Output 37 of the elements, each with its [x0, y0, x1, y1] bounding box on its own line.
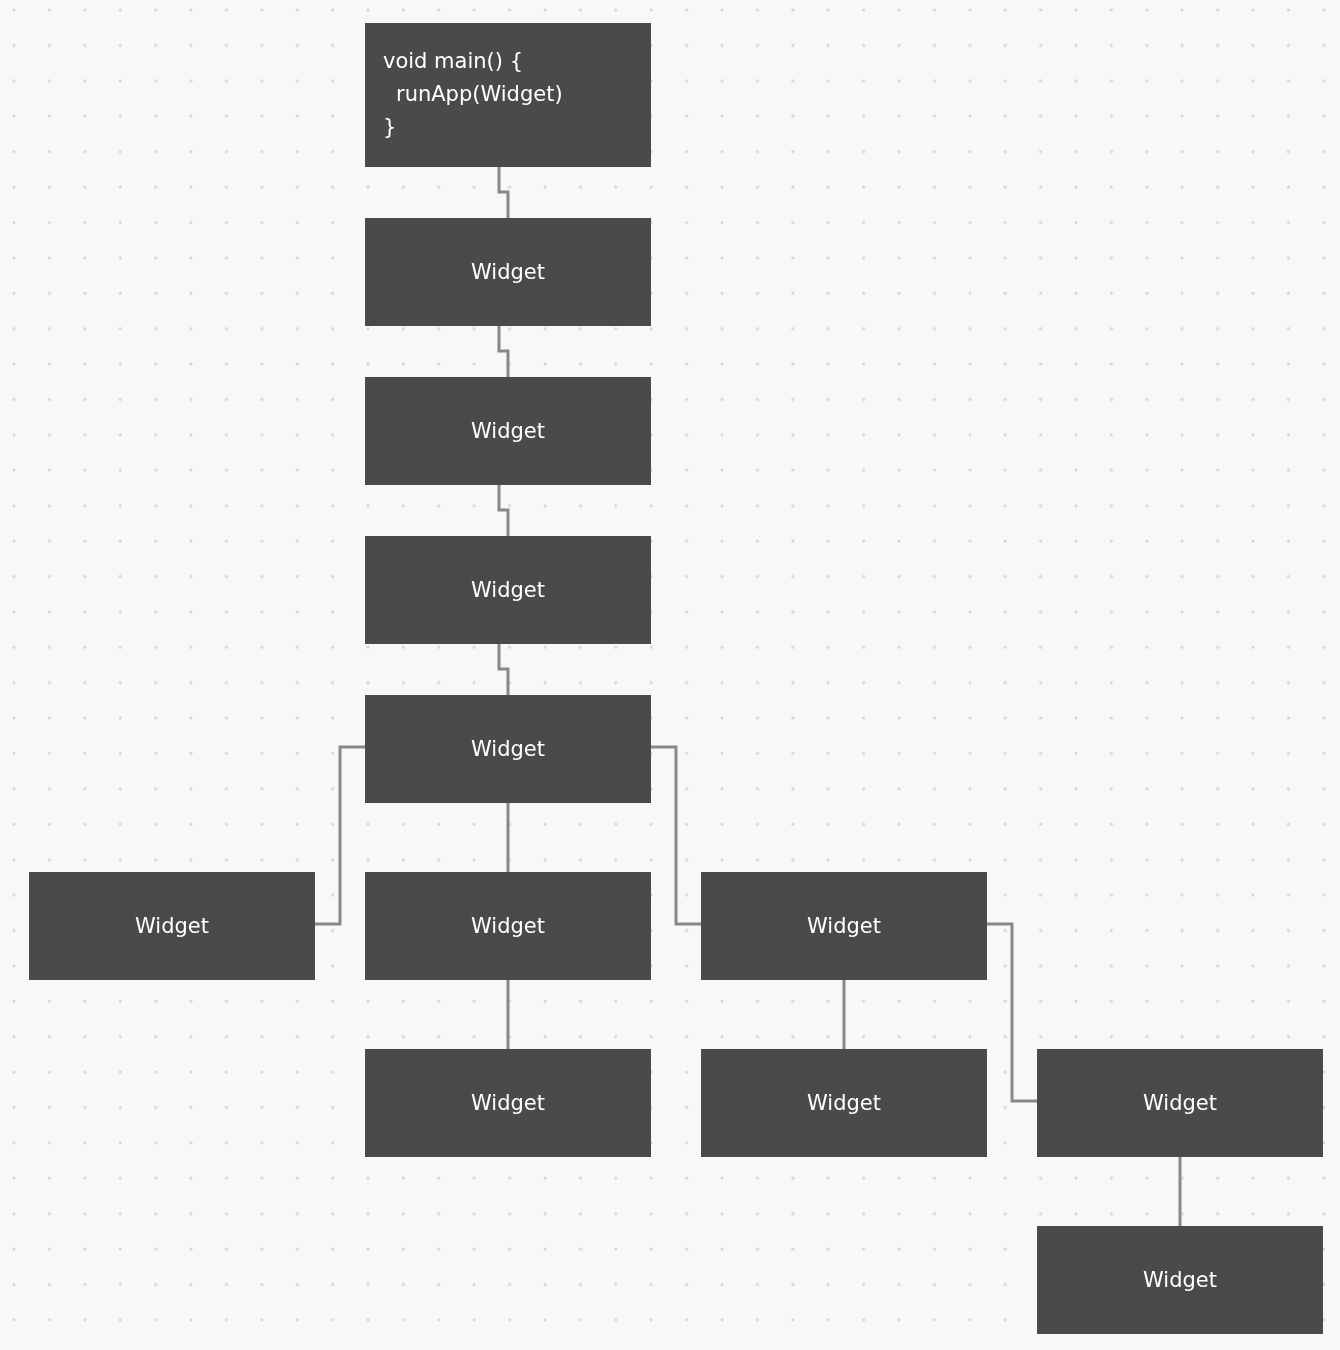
widget-box	[701, 872, 987, 980]
connector-line	[497, 485, 510, 536]
connector-line	[497, 167, 510, 218]
widget-box	[365, 872, 651, 980]
node-label: Widget	[471, 417, 545, 445]
node-label: Widget	[471, 735, 545, 763]
widget-box	[1037, 1049, 1323, 1157]
connector-line	[506, 980, 510, 1049]
code-line: runApp(Widget)	[395, 81, 563, 108]
node-label: Widget	[471, 912, 545, 940]
connector-line	[1178, 1157, 1182, 1226]
connector-line	[506, 803, 510, 872]
connector-line	[497, 326, 510, 377]
code-box	[365, 23, 651, 167]
widget-box	[365, 1049, 651, 1157]
widget-box	[29, 872, 315, 980]
node-label: Widget	[471, 258, 545, 286]
connector-line	[315, 745, 365, 926]
node-label: Widget	[807, 912, 881, 940]
connector-line	[987, 922, 1037, 1103]
code-line: }	[383, 114, 397, 141]
widget-box	[1037, 1226, 1323, 1334]
connector-line	[842, 980, 846, 1049]
node-label: Widget	[471, 576, 545, 604]
widget-box	[701, 1049, 987, 1157]
widget-box	[365, 377, 651, 485]
widget-box	[365, 695, 651, 803]
widget-box	[365, 218, 651, 326]
widget-box	[365, 536, 651, 644]
node-label: Widget	[471, 1089, 545, 1117]
connector-line	[497, 644, 510, 695]
code-line: void main() {	[383, 48, 523, 75]
node-label: Widget	[807, 1089, 881, 1117]
node-label: Widget	[135, 912, 209, 940]
node-label: Widget	[1143, 1089, 1217, 1117]
node-label: Widget	[1143, 1266, 1217, 1294]
connector-line	[651, 745, 701, 926]
